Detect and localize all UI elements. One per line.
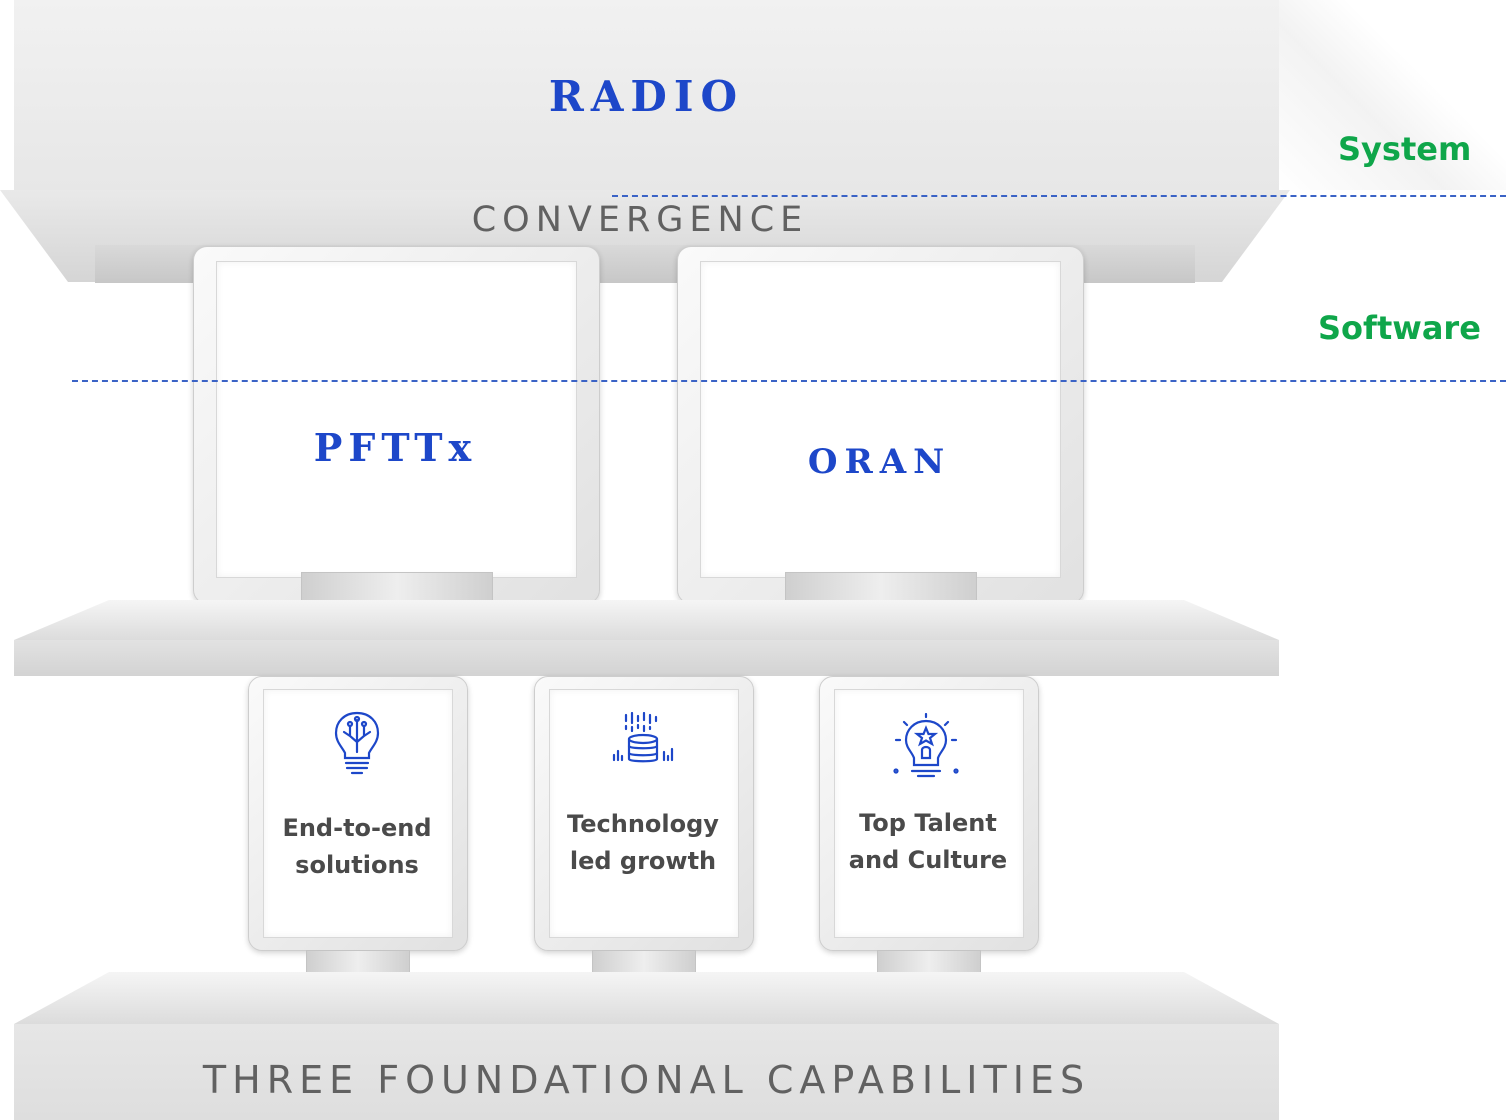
bottom-shelf-top [14, 972, 1279, 1024]
roof-corner-fade [1279, 0, 1506, 190]
capability-line: End-to-end [282, 814, 432, 842]
middle-shelf-front [14, 640, 1279, 676]
software-label: Software [1318, 309, 1481, 347]
middle-shelf-top [14, 600, 1279, 640]
convergence-label: CONVERGENCE [471, 200, 809, 240]
footer-label: THREE FOUNDATIONAL CAPABILITIES [202, 1058, 1091, 1102]
monitor-screen [834, 689, 1024, 938]
lightbulb-circuit-icon [332, 710, 382, 776]
oran-label: ORAN [807, 442, 952, 482]
radio-title: RADIO [548, 72, 745, 121]
system-label: System [1338, 130, 1472, 168]
talent-lightbulb-icon [892, 713, 960, 779]
capability-line: solutions [295, 851, 419, 879]
capability-label-technology: Technology led growth [534, 806, 752, 880]
capability-line: Technology [567, 810, 719, 838]
monitor-screen [216, 261, 577, 578]
software-divider [72, 380, 1506, 382]
database-growth-icon [610, 712, 676, 770]
capability-label-talent: Top Talent and Culture [819, 805, 1037, 879]
capability-line: Top Talent [859, 809, 997, 837]
capability-label-end-to-end: End-to-end solutions [248, 810, 466, 884]
capability-line: and Culture [848, 846, 1008, 874]
pfttx-label: PFTTx [313, 425, 478, 470]
capability-line: led growth [569, 847, 717, 875]
monitor-oran [677, 246, 1084, 604]
bottom-shelf-front [14, 1024, 1279, 1120]
monitor-screen [700, 261, 1061, 578]
monitor-pfttx [193, 246, 600, 604]
system-divider [612, 195, 1506, 197]
roof-panel [14, 0, 1279, 190]
